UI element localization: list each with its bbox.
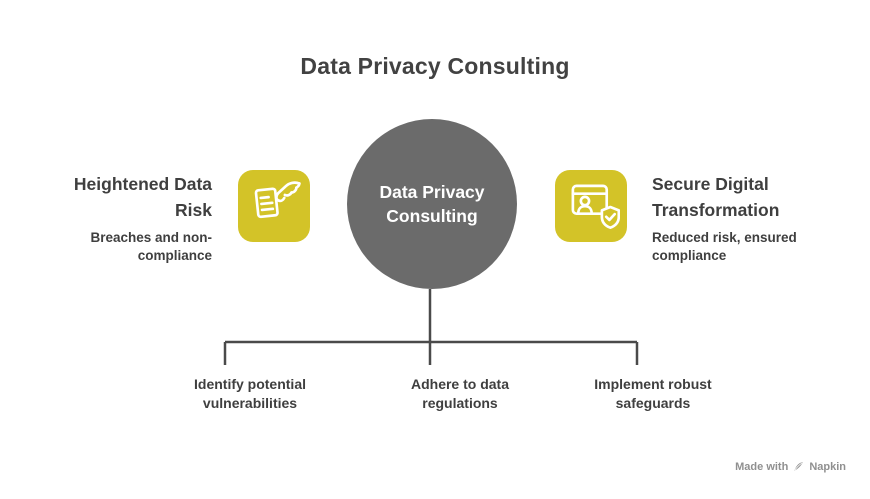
napkin-pen-icon [792,460,805,473]
made-with-label: Made with [735,460,789,473]
napkin-brand-label: Napkin [809,460,846,473]
branch-label-adhere-regulations: Adhere to data regulations [410,376,509,411]
branch-label-identify-vulnerabilities: Identify potential vulnerabilities [194,376,306,411]
branch-label-implement-safeguards: Implement robust safeguards [594,376,712,411]
hand-taking-document-icon [245,175,303,238]
left-node-heading: Heightened Data Risk [73,174,212,220]
secure-browser-user-shield-icon [562,175,621,238]
left-node-description: Breaches and non- compliance [90,230,212,263]
right-node-heading: Secure Digital Transformation [652,174,780,220]
page-title: Data Privacy Consulting [300,53,570,79]
right-node-description: Reduced risk, ensured compliance [652,230,797,263]
made-with-napkin-watermark: Made with Napkin [735,460,846,473]
branch-connector-lines [223,289,639,365]
left-node-icon-box [238,170,310,242]
center-node: Data Privacy Consulting [347,119,517,289]
right-node-icon-box [555,170,627,242]
